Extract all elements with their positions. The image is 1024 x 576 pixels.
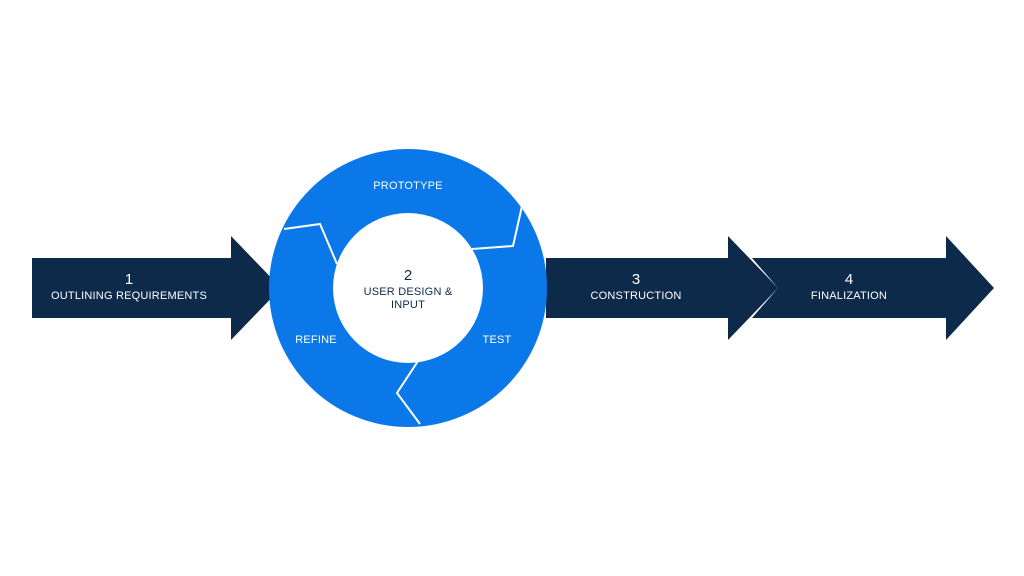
step-3-number: 3 <box>632 271 640 288</box>
cycle-hub <box>333 213 483 363</box>
step-3-label: CONSTRUCTION <box>590 290 681 302</box>
cycle-divider-bottom <box>395 357 421 425</box>
cycle-divider-left <box>283 222 338 265</box>
step-1-arrow: 1 OUTLINING REQUIREMENTS <box>32 236 281 340</box>
step-1-number: 1 <box>125 271 133 288</box>
step-2-label-line2: INPUT <box>391 299 425 311</box>
step-3-arrow: 3 CONSTRUCTION <box>546 236 778 340</box>
cycle-divider-top-right <box>471 205 523 250</box>
step-4-arrow: 4 FINALIZATION <box>752 236 994 340</box>
step-2-cycle: PROTOTYPE TEST REFINE 2 USER DESIGN & IN… <box>269 149 547 427</box>
step-2-number: 2 <box>404 267 412 284</box>
cycle-label-test: TEST <box>483 334 512 346</box>
step-4-arrow-shape <box>752 236 994 340</box>
step-1-arrow-shape <box>32 236 281 340</box>
cycle-label-refine: REFINE <box>295 334 337 346</box>
step-2-label-line1: USER DESIGN & <box>364 286 453 298</box>
step-3-arrow-shape <box>546 236 778 340</box>
step-1-label: OUTLINING REQUIREMENTS <box>51 290 207 302</box>
step-4-number: 4 <box>845 271 853 288</box>
step-4-label: FINALIZATION <box>811 290 887 302</box>
cycle-label-prototype: PROTOTYPE <box>373 180 442 192</box>
